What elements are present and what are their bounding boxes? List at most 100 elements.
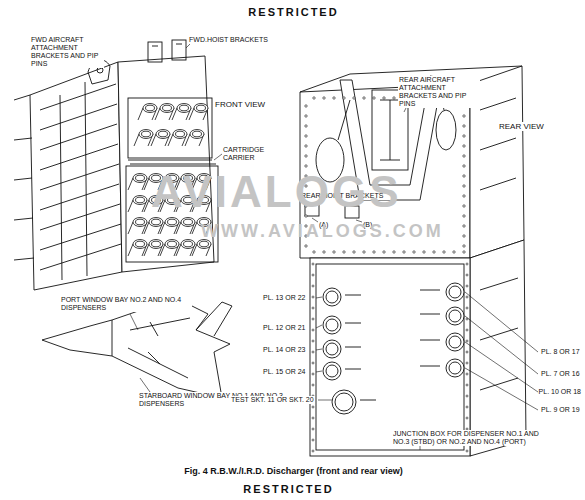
rivets [463, 245, 465, 247]
junction-connectors [345, 323, 361, 324]
plug-label: PL. 7 OR 16 [540, 370, 581, 378]
cartridge-tubes [181, 218, 195, 227]
rivets [323, 251, 325, 253]
cartridge-tubes [176, 131, 185, 137]
rivets [393, 97, 395, 99]
rivets [463, 175, 465, 177]
rivets [305, 145, 307, 147]
front-view [60, 82, 87, 280]
cartridge-tubes [152, 219, 161, 225]
rear-view [470, 240, 526, 456]
rivets [333, 251, 335, 253]
leader-lines [78, 44, 538, 450]
rear-view [316, 264, 464, 450]
cartridge-tubes [149, 218, 163, 227]
rivets [466, 329, 468, 331]
cartridge-tubes [156, 130, 170, 139]
junction-connectors [323, 283, 464, 414]
watermark: WWW.AVIALOGS.COM [200, 222, 445, 240]
rivets [312, 362, 314, 364]
rivets [383, 251, 385, 253]
rivets [453, 251, 455, 253]
rivets [343, 251, 345, 253]
rivets [466, 307, 468, 309]
rivets [343, 97, 345, 99]
rivets [353, 97, 355, 99]
rivets [312, 373, 314, 375]
cartridge-tubes [139, 130, 153, 139]
cartridge-tubes [165, 218, 179, 227]
rivets [312, 307, 314, 309]
rivets [423, 251, 425, 253]
rivets [312, 263, 314, 265]
front-view [14, 95, 34, 260]
rivets [466, 351, 468, 353]
rivets [443, 251, 445, 253]
page-heading: RESTRICTED [0, 6, 585, 19]
plug-label: PL. 12 OR 21 [262, 324, 306, 332]
junction-connectors [335, 393, 353, 411]
rivets [463, 115, 465, 117]
cartridge-tubes [146, 105, 155, 111]
aircraft-planform [112, 318, 190, 378]
cartridge-tubes [184, 219, 193, 225]
rivets [466, 263, 468, 265]
junction-connectors [446, 283, 464, 301]
plug-label: PL. 9 OR 19 [540, 406, 581, 414]
part-label: FWD AIRCRAFT ATTACHMENT BRACKETS AND PIP… [30, 36, 104, 68]
rivets [312, 329, 314, 331]
junction-connectors [420, 314, 440, 315]
cartridge-tubes [180, 105, 189, 111]
front-view [128, 160, 216, 164]
cartridge-tubes [133, 174, 147, 183]
front-view [148, 42, 162, 62]
rivets [466, 395, 468, 397]
rivets [312, 406, 314, 408]
rivets [413, 251, 415, 253]
rivets [466, 296, 468, 298]
junction-connectors [323, 288, 341, 306]
cartridge-tubes [133, 240, 147, 249]
rivets [305, 215, 307, 217]
junction-connectors [449, 336, 461, 348]
rear-view [480, 98, 518, 390]
leader-lines [140, 378, 150, 392]
part-label: PORT WINDOW BAY NO.2 AND NO.4 DISPENSERS [60, 296, 192, 312]
watermark: AVIALOGS [150, 170, 403, 214]
part-label: CARTRIDGE CARRIER [222, 146, 274, 162]
cartridge-tubes [181, 240, 195, 249]
junction-connectors [446, 359, 464, 377]
rivets [433, 251, 435, 253]
aircraft-planform [196, 302, 232, 336]
cartridge-tubes [173, 130, 187, 139]
cartridge-tubes [152, 241, 161, 247]
junction-connectors [323, 316, 341, 334]
rivets [363, 251, 365, 253]
cartridge-tubes [143, 104, 157, 113]
junction-connectors [420, 290, 440, 291]
plug-label: PL. 10 OR 18 [538, 388, 582, 396]
rivets [313, 251, 315, 253]
rivets [463, 135, 465, 137]
leader-lines [318, 400, 332, 401]
rivets [312, 417, 314, 419]
leader-lines [186, 44, 190, 48]
junction-connectors [345, 369, 361, 370]
rivets [312, 285, 314, 287]
junction-connectors [323, 362, 341, 380]
rear-view [300, 66, 526, 456]
cartridge-tubes [197, 105, 206, 111]
rivets [312, 340, 314, 342]
cartridge-tubes [149, 240, 163, 249]
junction-connectors [449, 362, 461, 374]
cartridge-tubes [168, 241, 177, 247]
rivets [305, 125, 307, 127]
rivets [305, 135, 307, 137]
rivets [463, 125, 465, 127]
cartridge-tubes [160, 104, 174, 113]
leader-lines [316, 297, 322, 372]
cartridge-tubes [136, 241, 145, 247]
junction-connectors [332, 390, 356, 414]
rivets [466, 384, 468, 386]
cartridge-tubes [163, 105, 172, 111]
